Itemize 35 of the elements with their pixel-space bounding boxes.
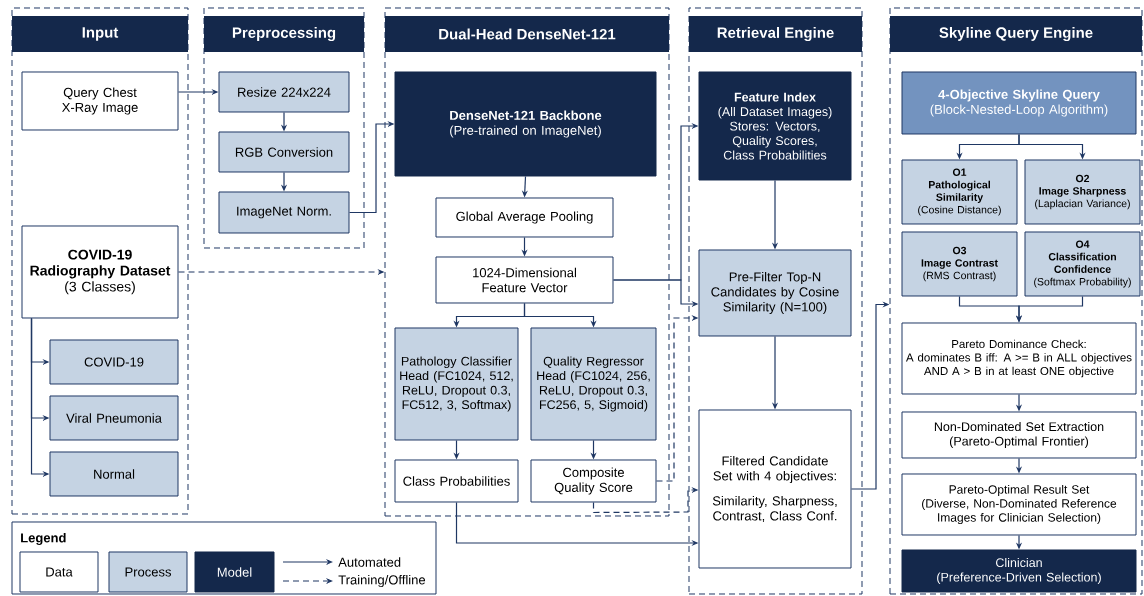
data-box: COVID-19 Radiography Dataset (3 Classes) <box>21 225 179 319</box>
model-box: Clinician (Preference-Driven Selection) <box>901 549 1137 593</box>
data-box: Filtered Candidate Set with 4 objectives: Similarity, Sharpness, Contrast, Class Conf. <box>698 409 852 569</box>
panel-header: Input <box>12 16 188 52</box>
process-box: Normal <box>49 451 179 497</box>
process-box: COVID-19 <box>49 339 179 385</box>
process-box: O4 Classification Confidence (Softmax Probability) <box>1024 231 1141 297</box>
panel-header: Dual-Head DenseNet-121 <box>385 16 669 52</box>
model-box: DenseNet-121 Backbone (Pre-trained on ImageNet) <box>394 71 657 177</box>
data-box: Class Probabilities <box>394 459 519 503</box>
model-box: Feature Index (All Dataset Images) Stores: Vectors, Quality Scores, Class Probabilities <box>698 71 852 181</box>
process-box: Resize 224x224 <box>218 71 350 113</box>
data-box: Pareto Dominance Check: A dominates B iff: A >= B in ALL objectives AND A > B in at least ONE objective <box>901 322 1137 395</box>
data-box: Global Average Pooling <box>435 197 614 238</box>
process-box: Pathology Classifier Head (FC1024, 512, ReLU, Dropout 0.3, FC512, 3, Softmax) <box>394 327 519 441</box>
legend-text: Automated <box>338 557 401 567</box>
data-box: Query Chest X-Ray Image <box>21 71 179 131</box>
process-box: RGB Conversion <box>218 131 350 173</box>
process-box: Viral Pneumonia <box>49 395 179 441</box>
data-box: Composite Quality Score <box>530 459 657 503</box>
data-box: Pareto-Optimal Result Set (Diverse, Non-Dominated Reference Images for Clinician Selection) <box>901 473 1137 536</box>
panel-header: Skyline Query Engine <box>890 16 1142 52</box>
data-box: 1024-Dimensional Feature Vector <box>435 256 614 304</box>
query-box: 4-Objective Skyline Query (Block-Nested-Loop Algorithm) <box>901 71 1137 135</box>
process-box: O2 Image Sharpness (Laplacian Variance) <box>1024 159 1141 225</box>
process-box: ImageNet Norm. <box>218 191 350 234</box>
process-box: Pre-Filter Top-N Candidates by Cosine Similarity (N=100) <box>698 249 852 337</box>
process-box: Quality Regressor Head (FC1024, 256, ReLU, Dropout 0.3, FC256, 5, Sigmoid) <box>530 327 657 441</box>
process-box: O1 Pathological Similarity (Cosine Distance) <box>901 159 1018 225</box>
legend-title: Legend <box>21 532 66 546</box>
panel-header: Preprocessing <box>204 16 364 52</box>
panel-header: Retrieval Engine <box>689 16 862 52</box>
process-box: O3 Image Contrast (RMS Contrast) <box>901 231 1018 297</box>
data-box: Non-Dominated Set Extraction (Pareto-Optimal Frontier) <box>901 411 1137 459</box>
legend-text: Training/Offline <box>338 574 426 588</box>
